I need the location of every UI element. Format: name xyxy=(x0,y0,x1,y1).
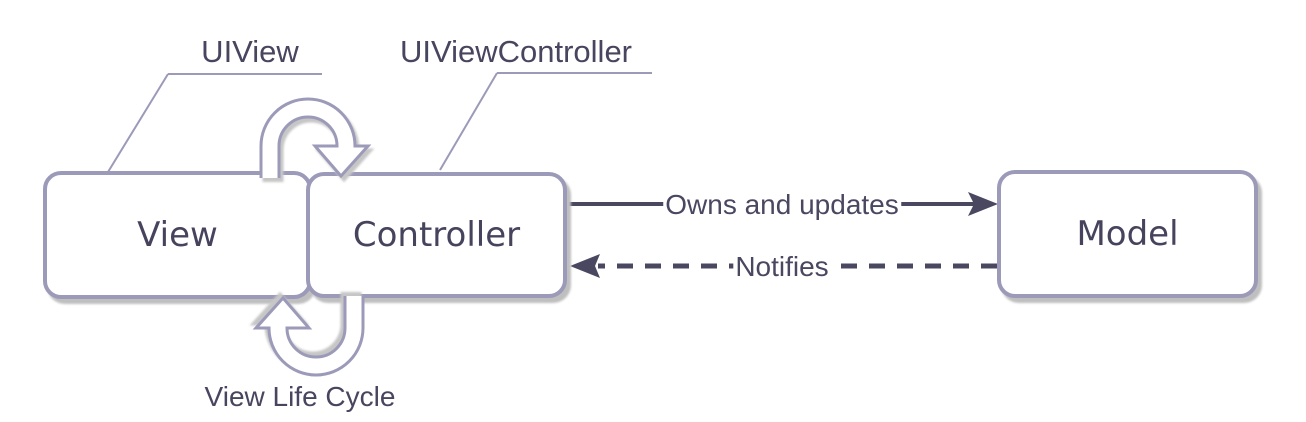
uiviewcontroller-callout-diagonal xyxy=(439,72,498,171)
notifies-arrow-label: Notifies xyxy=(733,251,831,283)
lifecycle-loop-bottom-icon xyxy=(252,296,365,377)
owns-arrow-label: Owns and updates xyxy=(663,189,901,221)
controller-box: Controller xyxy=(306,172,567,298)
owns-arrowhead-icon xyxy=(968,192,998,216)
uiview-callout-label: UIView xyxy=(201,34,299,69)
model-box: Model xyxy=(997,170,1258,298)
view-lifecycle-label: View Life Cycle xyxy=(204,381,396,412)
uiviewcontroller-callout-label: UIViewController xyxy=(399,34,633,69)
controller-box-label: Controller xyxy=(352,215,521,255)
view-box-label: View xyxy=(137,215,218,255)
uiview-callout-diagonal xyxy=(107,73,169,173)
notifies-arrowhead-icon xyxy=(570,254,600,278)
model-box-label: Model xyxy=(1076,214,1179,254)
lifecycle-loop-top-icon xyxy=(259,97,372,178)
view-box: View xyxy=(43,171,312,299)
